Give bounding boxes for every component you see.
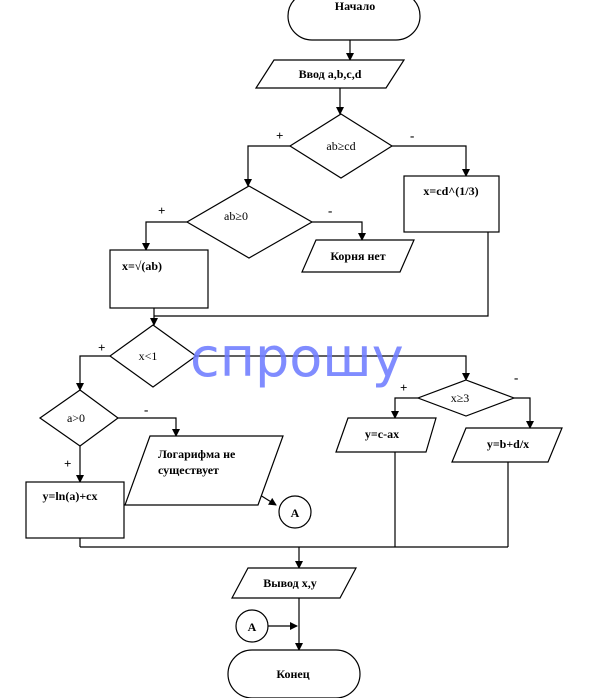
label-cond4-yes: +	[64, 456, 71, 471]
label-cond2-yes: +	[158, 203, 165, 218]
node-log-missing: Логарифма не существует	[124, 435, 284, 506]
edge-cond4-no	[118, 417, 180, 437]
node-cond-x-ge-3: x≥3	[416, 379, 516, 417]
edge-cond1-yes	[244, 145, 290, 187]
node-y-b-dx: y=b+d/x	[451, 427, 563, 463]
node-input: Ввод a,b,c,d	[254, 59, 406, 89]
label-cond2-no: -	[328, 203, 332, 218]
cond-ab-cd-label: ab≥cd	[326, 139, 355, 153]
no-roots-label: Корня нет	[330, 249, 385, 263]
connector-a1-circle	[278, 495, 312, 529]
end-label: Конец	[276, 667, 309, 681]
log-missing-line2: существует	[158, 463, 219, 477]
process-cuberoot	[403, 175, 500, 233]
label-cond3-yes: +	[98, 340, 105, 355]
terminator-start	[287, 0, 421, 41]
y-b-dx-label: y=b+d/x	[487, 437, 529, 451]
flow-edges	[76, 40, 534, 651]
output-label: Вывод x,y	[263, 576, 317, 590]
node-cond-a-gt-0: a>0	[38, 389, 120, 447]
node-y-c-ax: y=c-ax	[335, 417, 437, 453]
connector-a1-label: A	[291, 506, 300, 520]
label-cond5-no: -	[514, 370, 518, 385]
edge-cond1-no	[392, 145, 470, 177]
node-no-roots: Корня нет	[301, 239, 415, 273]
decision-x-lt-1	[108, 324, 198, 388]
y-ln-label: y=ln(a)+cx	[42, 489, 97, 503]
branch-labels: + - + - + - + + -	[64, 128, 518, 471]
node-y-ln: y=ln(a)+cx	[25, 481, 125, 539]
edge-cond3-no	[196, 355, 470, 381]
cuberoot-label: x=cd^(1/3)	[423, 184, 478, 198]
node-output: Вывод x,y	[231, 567, 357, 599]
cond-ab-0-label: ab≥0	[224, 209, 248, 223]
edge-cond3-yes	[76, 355, 110, 391]
label-cond1-yes: +	[276, 128, 283, 143]
decision-x-ge-3	[416, 379, 516, 417]
y-c-ax-label: y=c-ax	[365, 427, 399, 441]
label-cond5-yes: +	[400, 380, 407, 395]
sqrt-label: x=√(ab)	[122, 259, 162, 273]
parallelogram-no-roots	[301, 239, 415, 273]
cond-x-ge-3-label: x≥3	[451, 391, 470, 405]
node-connector-a2: A	[235, 609, 269, 643]
cond-a-gt-0-label: a>0	[67, 411, 85, 425]
edge-cond2-no	[312, 221, 366, 241]
watermark-text: спрошу	[190, 326, 404, 389]
connector-a2-label: A	[248, 620, 257, 634]
cond-x-lt-1-label: x<1	[139, 349, 158, 363]
node-cond-ab-cd: ab≥cd	[288, 113, 394, 179]
decision-a-gt-0	[38, 389, 120, 447]
edge-cond2-yes	[142, 221, 187, 251]
terminator-end	[227, 649, 361, 698]
parallelogram-log-missing	[124, 435, 284, 506]
process-y-ln	[25, 481, 125, 539]
node-connector-a1: A	[278, 495, 312, 529]
edge-cond5-no	[514, 397, 534, 429]
log-missing-line1: Логарифма не	[158, 447, 236, 461]
edge-cuberoot-merge	[154, 232, 489, 317]
node-start: Начало	[287, 0, 421, 41]
start-label: Начало	[335, 0, 375, 13]
parallelogram-y-c-ax	[335, 417, 437, 453]
node-cond-ab-0: ab≥0	[185, 185, 314, 259]
node-sqrt: x=√(ab)	[109, 249, 209, 309]
decision-ab-cd	[288, 113, 394, 179]
connector-a2-circle	[235, 609, 269, 643]
label-cond4-no: -	[144, 402, 148, 417]
parallelogram-input	[254, 59, 406, 89]
input-label: Ввод a,b,c,d	[299, 67, 362, 81]
decision-ab-0	[185, 185, 314, 259]
label-cond1-no: -	[410, 128, 414, 143]
parallelogram-output	[231, 567, 357, 599]
process-sqrt	[109, 249, 209, 309]
node-cuberoot: x=cd^(1/3)	[403, 175, 500, 233]
parallelogram-y-b-dx	[451, 427, 563, 463]
node-end: Конец	[227, 649, 361, 698]
edge-cond5-yes	[391, 397, 418, 419]
edge-logmissing-connector	[259, 494, 277, 506]
node-cond-x-lt-1: x<1	[108, 324, 198, 388]
